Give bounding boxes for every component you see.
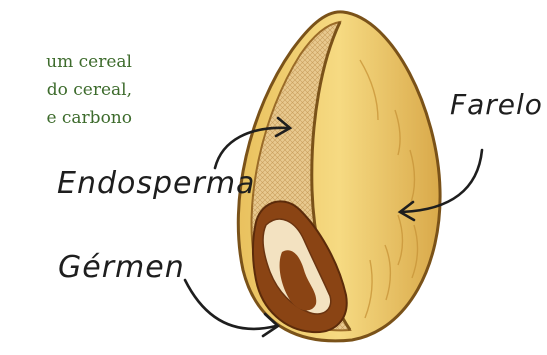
label-endosperma: Endosperma <box>57 166 255 201</box>
label-germen: Gérmen <box>58 250 185 285</box>
label-farelo: Farelo <box>450 88 543 121</box>
